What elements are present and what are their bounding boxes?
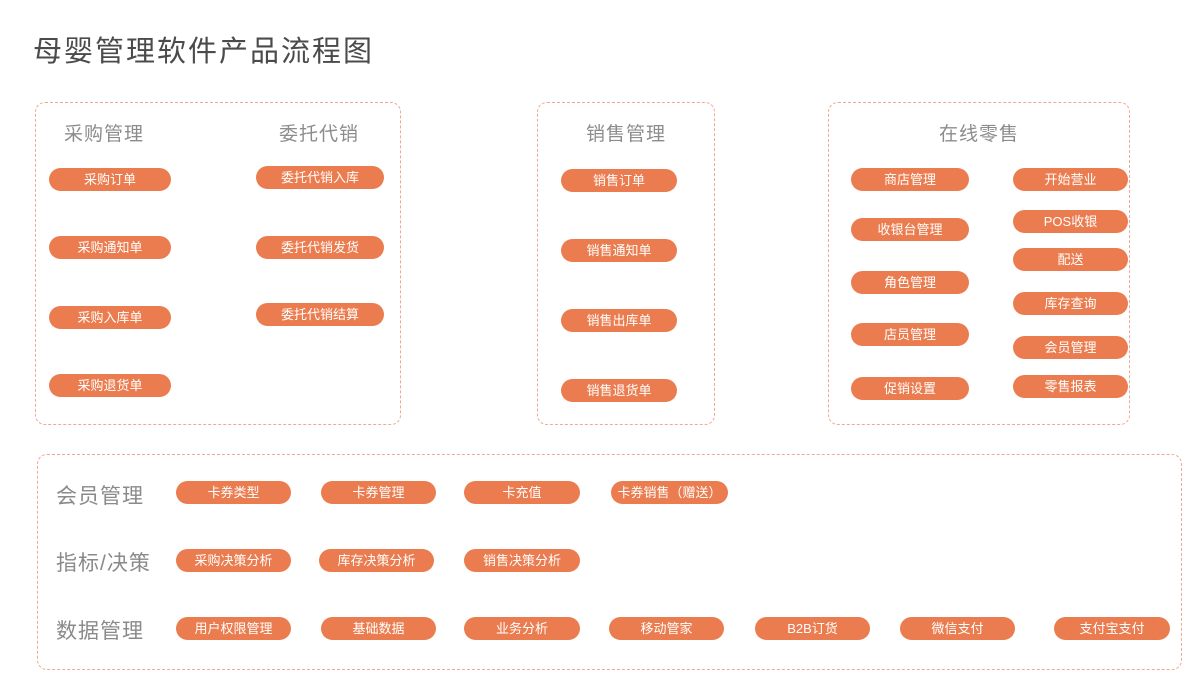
pill-start-business[interactable]: 开始营业: [1013, 168, 1128, 191]
pill-consignment-inbound[interactable]: 委托代销入库: [256, 166, 384, 189]
pill-purchase-return[interactable]: 采购退货单: [49, 374, 171, 397]
panel-online-retail: 在线零售 商店管理 收银台管理 角色管理 店员管理 促销设置 开始营业 POS收…: [828, 102, 1130, 425]
pill-sales-return[interactable]: 销售退货单: [561, 379, 677, 402]
header-online-retail: 在线零售: [938, 124, 1019, 145]
pill-promotion-settings[interactable]: 促销设置: [851, 377, 969, 400]
pill-basic-data[interactable]: 基础数据: [321, 617, 436, 640]
pill-purchase-inbound[interactable]: 采购入库单: [49, 306, 171, 329]
pill-b2b-ordering[interactable]: B2B订货: [755, 617, 870, 640]
pill-member-management[interactable]: 会员管理: [1013, 336, 1128, 359]
pill-sales-outbound[interactable]: 销售出库单: [561, 309, 677, 332]
pill-consignment-shipping[interactable]: 委托代销发货: [256, 236, 384, 259]
header-consignment: 委托代销: [279, 124, 360, 145]
pill-inventory-decision-analysis[interactable]: 库存决策分析: [319, 549, 434, 572]
pill-card-type[interactable]: 卡券类型: [176, 481, 291, 504]
header-sales-management: 销售管理: [585, 124, 666, 145]
label-member-management: 会员管理: [56, 485, 144, 508]
pill-sales-decision-analysis[interactable]: 销售决策分析: [464, 549, 580, 572]
pill-retail-report[interactable]: 零售报表: [1013, 375, 1128, 398]
pill-purchase-order[interactable]: 采购订单: [49, 168, 171, 191]
pill-sales-notice[interactable]: 销售通知单: [561, 239, 677, 262]
page-title: 母婴管理软件产品流程图: [33, 36, 375, 68]
pill-cashier-desk-management[interactable]: 收银台管理: [851, 218, 969, 241]
pill-wechat-pay[interactable]: 微信支付: [900, 617, 1015, 640]
pill-role-management[interactable]: 角色管理: [851, 271, 969, 294]
pill-consignment-settlement[interactable]: 委托代销结算: [256, 303, 384, 326]
pill-inventory-query[interactable]: 库存查询: [1013, 292, 1128, 315]
pill-delivery[interactable]: 配送: [1013, 248, 1128, 271]
pill-alipay[interactable]: 支付宝支付: [1054, 617, 1170, 640]
pill-card-sales-gift[interactable]: 卡券销售（赠送）: [611, 481, 728, 504]
pill-sales-order[interactable]: 销售订单: [561, 169, 677, 192]
pill-pos-cashier[interactable]: POS收银: [1013, 210, 1128, 233]
pill-user-permission-management[interactable]: 用户权限管理: [176, 617, 291, 640]
panel-purchase-consignment: 采购管理 委托代销 采购订单 采购通知单 采购入库单 采购退货单 委托代销入库 …: [35, 102, 401, 425]
label-indicator-decision: 指标/决策: [56, 552, 151, 575]
pill-store-management[interactable]: 商店管理: [851, 168, 969, 191]
header-purchase-management: 采购管理: [64, 124, 145, 145]
pill-purchase-notice[interactable]: 采购通知单: [49, 236, 171, 259]
label-data-management: 数据管理: [56, 620, 144, 643]
pill-mobile-manager[interactable]: 移动管家: [609, 617, 724, 640]
pill-business-analysis[interactable]: 业务分析: [464, 617, 580, 640]
pill-card-management[interactable]: 卡券管理: [321, 481, 436, 504]
panel-bottom: 会员管理 指标/决策 数据管理 卡券类型 卡券管理 卡充值 卡券销售（赠送） 采…: [37, 454, 1182, 670]
pill-purchase-decision-analysis[interactable]: 采购决策分析: [176, 549, 291, 572]
pill-card-recharge[interactable]: 卡充值: [464, 481, 580, 504]
pill-clerk-management[interactable]: 店员管理: [851, 323, 969, 346]
panel-sales-management: 销售管理 销售订单 销售通知单 销售出库单 销售退货单: [537, 102, 715, 425]
